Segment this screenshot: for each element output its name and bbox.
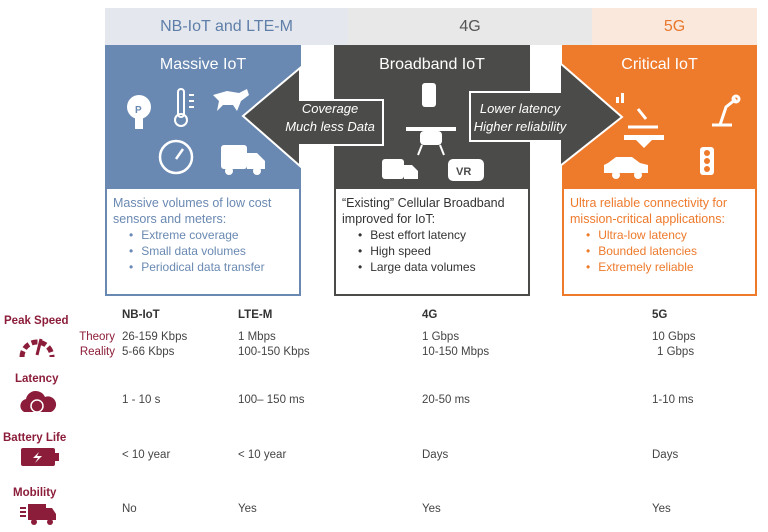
bullet-list: Extreme coverage Small data volumes Peri… — [129, 227, 299, 275]
box-title: Massive IoT — [159, 56, 247, 73]
cell: Yes — [238, 503, 257, 515]
column-header: LTE-M — [238, 309, 273, 321]
left-arrow — [241, 65, 384, 169]
box-title: Broadband IoT — [379, 56, 485, 73]
left-arrow-label: Coverage Much less Data — [270, 100, 390, 136]
bullet-list: Best effort latency High speed Large dat… — [358, 227, 528, 275]
cell: 1 Gbps — [422, 331, 460, 343]
right-arrow-label: Lower latency Higher reliability — [470, 100, 570, 136]
cell: No — [122, 503, 137, 515]
broadband-icons: VR — [382, 83, 484, 181]
delivery-van-location-icon — [221, 145, 265, 175]
bullet-list: Ultra-low latency Bounded latencies Extr… — [586, 227, 755, 275]
traffic-light-icon — [700, 147, 714, 175]
thermometer-icon — [174, 88, 194, 127]
remote-surgery-icon — [616, 93, 664, 148]
cell: 5-66 Kbps — [122, 346, 175, 358]
column-header: 5G — [652, 309, 668, 321]
cell: < 10 year — [238, 449, 287, 461]
car-icon — [604, 157, 648, 179]
critical-icons — [604, 93, 741, 179]
cell: Days — [422, 449, 449, 461]
cell: 10-150 Mbps — [422, 346, 490, 358]
critical-iot-box: Critical IoT Ultra reliable connectivity… — [562, 45, 757, 296]
row-label-latency: Latency — [15, 373, 59, 385]
bullet: Bounded latencies — [586, 243, 755, 259]
parking-meter-icon: P — [127, 95, 151, 129]
drone-icon — [406, 127, 456, 156]
bullet: Small data volumes — [129, 243, 299, 259]
cell: 1-10 ms — [652, 394, 694, 406]
box-description: “Existing” Cellular Broadband improved f… — [342, 196, 505, 226]
cell: 20-50 ms — [422, 394, 470, 406]
svg-text:VR: VR — [456, 166, 471, 178]
cell: 1 Gbps — [657, 346, 695, 358]
bullet: Ultra-low latency — [586, 227, 755, 243]
cell: Yes — [652, 503, 671, 515]
arrow-text: Coverage — [301, 101, 359, 116]
arrow-text: Higher reliability — [473, 119, 567, 134]
cell: 100– 150 ms — [238, 394, 305, 406]
battery-icon — [21, 448, 59, 466]
column-header: NB-IoT — [122, 309, 160, 321]
massive-iot-box: Massive IoT P Massive volumes of low cos… — [105, 45, 301, 296]
arrow-text: Much less Data — [285, 119, 375, 134]
arrows — [241, 60, 624, 169]
cell: Yes — [422, 503, 441, 515]
bullet: Extremely reliable — [586, 259, 755, 275]
bullet: High speed — [358, 243, 528, 259]
moving-van-icon — [20, 504, 56, 525]
theory-label: Theory — [79, 331, 115, 343]
van-location-icon — [382, 159, 418, 179]
vr-headset-icon: VR — [448, 159, 484, 181]
cell: 100-150 Kbps — [238, 346, 310, 358]
header-4g: 4G — [348, 8, 592, 45]
header-5g: 5G — [592, 8, 757, 45]
speedometer-icon — [19, 338, 55, 358]
cell: 10 Gbps — [652, 331, 696, 343]
row-label-peak-speed: Peak Speed — [4, 315, 69, 327]
reality-label: Reality — [79, 346, 115, 358]
cell: 1 Mbps — [238, 331, 276, 343]
box-description: Massive volumes of low cost sensors and … — [113, 196, 272, 226]
gauge-meter-icon — [158, 139, 194, 175]
bullet: Large data volumes — [358, 259, 528, 275]
bullet: Periodical data transfer — [129, 259, 299, 275]
header-nb-ltem: NB-IoT and LTE-M — [105, 8, 348, 45]
column-header: 4G — [422, 309, 438, 321]
cloud-stopwatch-icon — [20, 390, 57, 413]
cell: 1 - 10 s — [122, 394, 161, 406]
right-arrow — [469, 60, 624, 169]
row-label-mobility: Mobility — [13, 487, 57, 499]
arrow-text: Lower latency — [479, 101, 561, 116]
bullet: Best effort latency — [358, 227, 528, 243]
bullet: Extreme coverage — [129, 227, 299, 243]
box-title: Critical IoT — [621, 56, 698, 73]
dog-tracker-icon — [213, 89, 249, 111]
cell: 26-159 Kbps — [122, 331, 188, 343]
box-description: Ultra reliable connectivity for mission-… — [570, 196, 728, 226]
massive-icons: P — [127, 88, 265, 175]
row-label-battery-life: Battery Life — [3, 432, 67, 444]
cell: < 10 year — [122, 449, 171, 461]
cell: Days — [652, 449, 679, 461]
robot-arm-icon — [712, 94, 741, 127]
smartwatch-icon — [422, 83, 436, 107]
svg-text:P: P — [135, 105, 142, 116]
